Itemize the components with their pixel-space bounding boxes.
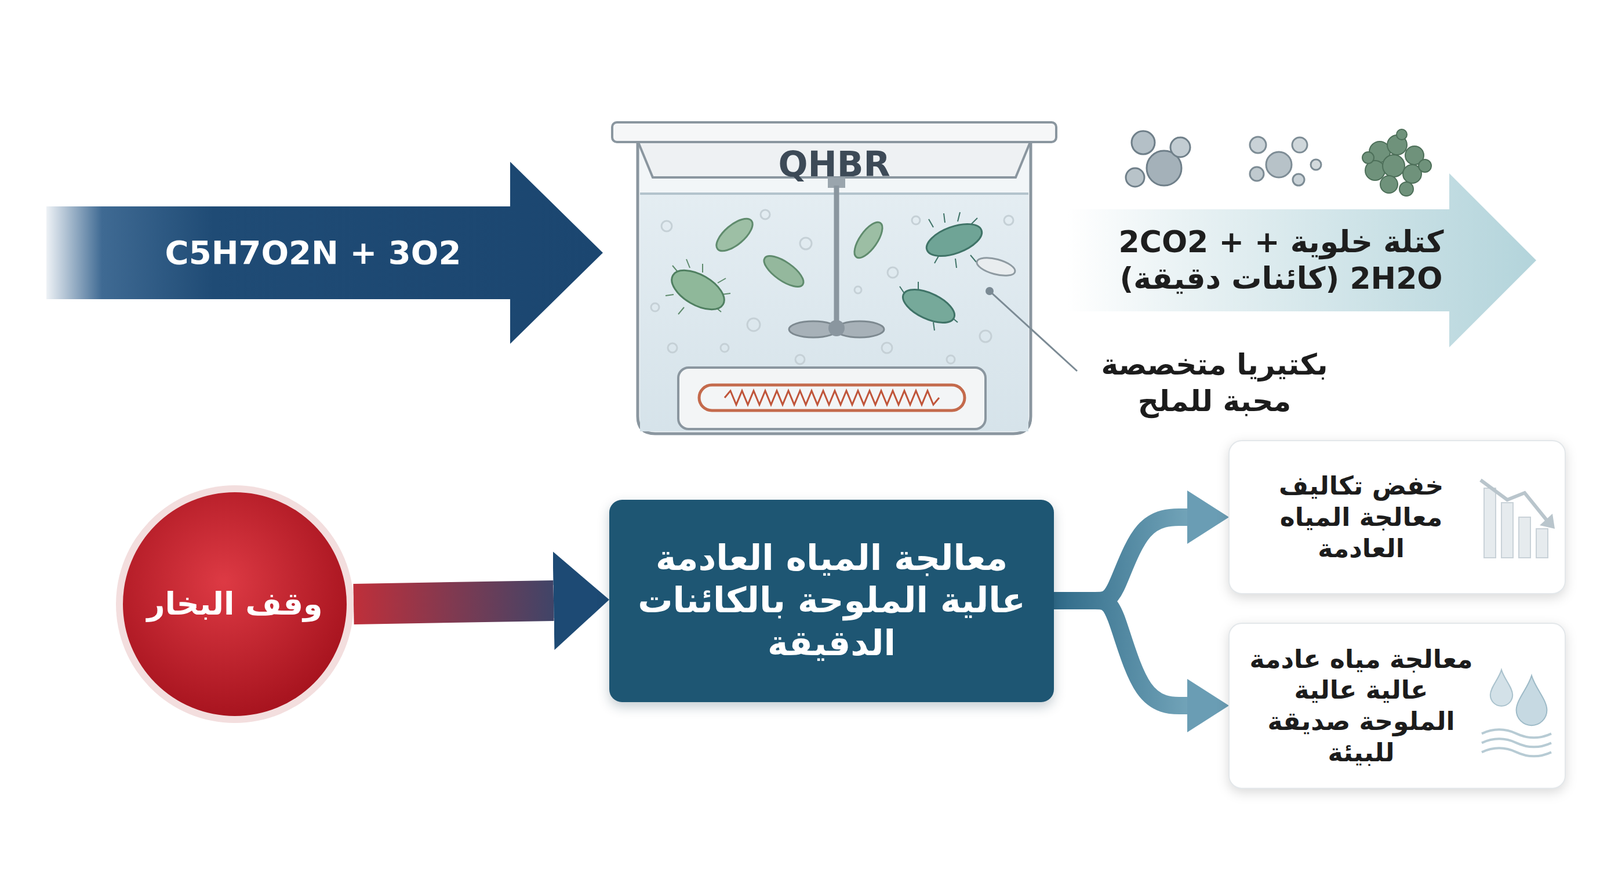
card-ground [1228,623,1566,789]
circle-halo [115,485,354,723]
water-drop-icon [1481,669,1552,756]
card-ground [1228,440,1566,594]
tank-body [637,140,1031,434]
impeller-hub [828,320,845,337]
node-label: معالجة مياه عادمة عالية عالية الملوحة صد… [1245,643,1478,769]
output-arrow: كتلة خلوية + 2CO2 + 2H2O (كائنات دقيقة) [1066,173,1537,348]
node-label: C5H7O2N + 3O2 [115,233,511,273]
tank-lid [612,122,1057,143]
flow-arrow [353,600,554,605]
node-label: وقف البخار [136,584,334,624]
arrow-body [1066,173,1537,348]
node-label: معالجة المياه العادمة عالية الملوحة بالك… [631,536,1032,665]
biomass-cluster [1362,129,1432,196]
cost-chart-icon [1480,480,1555,558]
benefit-card: معالجة مياه عادمة عالية عالية الملوحة صد… [1228,623,1566,789]
agitator-shaft [834,185,840,325]
reactor-tank: QHBR [612,122,1057,434]
benefit-card: خفض تكاليف معالجة المياه العادمة [1228,440,1566,594]
output-arrow-shape [1066,173,1537,348]
callout-label: بكتيريا متخصصة محبة للملح [1084,346,1345,420]
input-arrow: C5H7O2N + 3O2 [46,161,603,344]
flow-arrow [1053,600,1188,706]
heater-coil [724,390,940,405]
node-label: كتلة خلوية + 2CO2 + 2H2O (كائنات دقيقة) [1072,223,1490,298]
node-label: خفض تكاليف معالجة المياه العادمة [1245,470,1478,564]
node-label: QHBR [660,143,1009,186]
flow-arrow [1053,517,1188,601]
bacteria [665,212,1018,331]
water-bubbles [1249,136,1322,186]
tank-bubbles [651,209,1014,365]
arrow-body [46,161,603,344]
steam-stop-circle: وقف البخار [112,481,358,727]
circle-fill [122,492,347,716]
process-box: معالجة المياه العادمة عالية الملوحة بالك… [609,499,1054,703]
heater-housing [678,367,986,429]
leader-line [989,291,1078,372]
heater-tube [699,384,965,411]
gas-bubbles [1125,131,1191,187]
